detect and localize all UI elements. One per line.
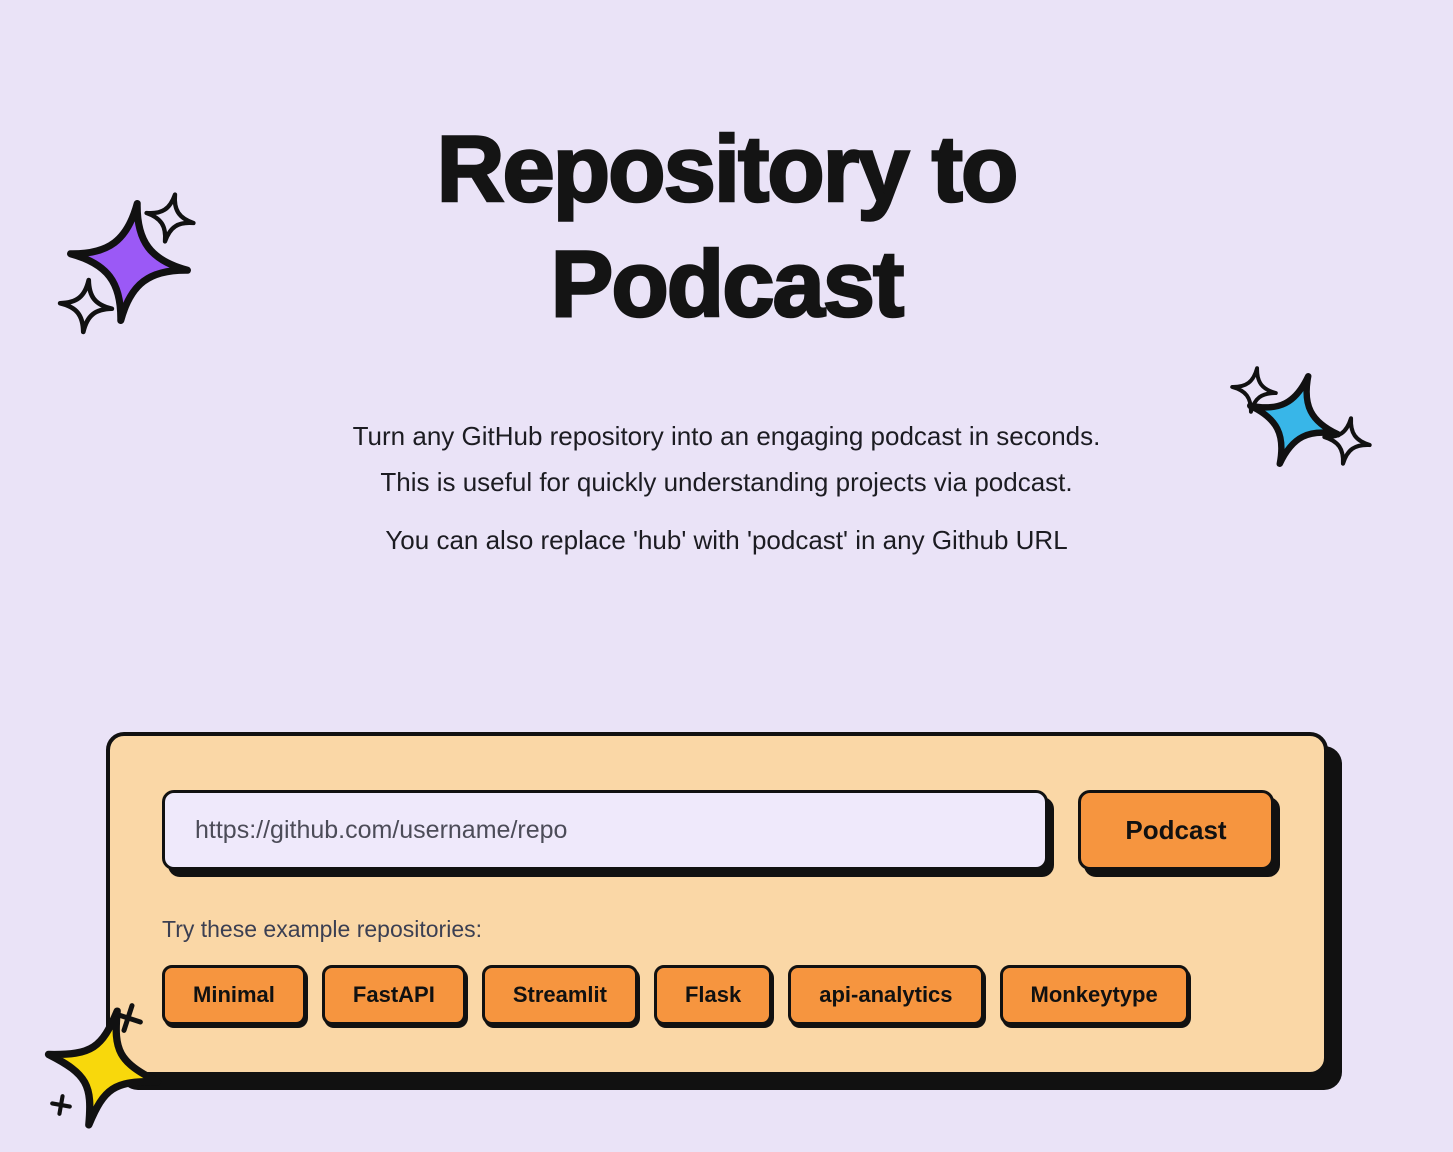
subtitle-line-3: You can also replace 'hub' with 'podcast… (385, 525, 1068, 556)
small-sparkle-outline-icon (1230, 366, 1278, 414)
repository-to-podcast-page: { "page": { "title": "Repository to Podc… (0, 112, 1453, 1152)
subtitle-line-1: Turn any GitHub repository into an engag… (352, 421, 1101, 452)
subtitle: Turn any GitHub repository into an engag… (0, 413, 1453, 563)
purple-sparkle-icon (67, 198, 191, 326)
repo-url-input[interactable] (162, 790, 1048, 870)
podcast-submit-button[interactable]: Podcast (1078, 790, 1274, 870)
example-repo-button-minimal[interactable]: Minimal (162, 965, 306, 1025)
page-title: Repository to Podcast (435, 115, 1019, 337)
example-repo-button-monkeytype[interactable]: Monkeytype (999, 965, 1189, 1025)
example-repo-button-api-analytics[interactable]: api-analytics (788, 965, 984, 1025)
url-input-row: Podcast (162, 790, 1274, 870)
plus-mark-icon (50, 1094, 72, 1116)
example-repo-button-flask[interactable]: Flask (653, 965, 773, 1025)
example-repos-row: Minimal FastAPI Streamlit Flask api-anal… (162, 965, 1274, 1025)
podcast-form-card: Podcast Try these example repositories: … (106, 732, 1328, 1076)
example-repo-button-fastapi[interactable]: FastAPI (321, 965, 466, 1025)
small-sparkle-outline-icon (144, 192, 196, 244)
subtitle-line-2: This is useful for quickly understanding… (380, 467, 1073, 498)
example-repo-button-streamlit[interactable]: Streamlit (481, 965, 638, 1025)
small-sparkle-outline-icon (57, 277, 115, 335)
examples-label: Try these example repositories: (162, 916, 483, 942)
